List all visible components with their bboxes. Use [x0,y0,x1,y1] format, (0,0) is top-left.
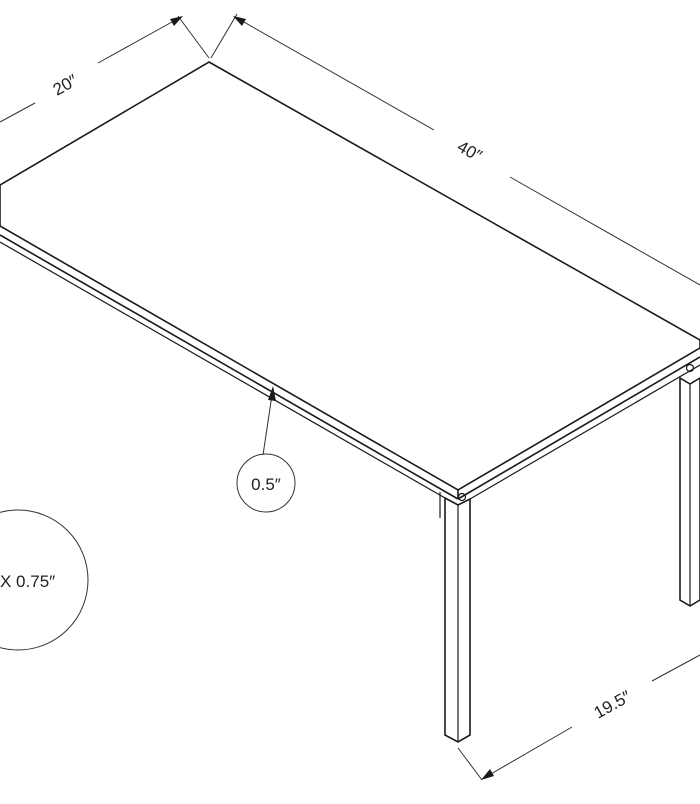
leader-line-thickness [262,394,273,456]
extension-line-spacing [457,747,483,781]
dimension-thickness: 0.5″ [236,386,296,513]
length-label: 40″ [454,137,485,166]
dimension-line-width-lower [0,102,36,123]
leg-spacing-label: 19.5″ [591,687,634,723]
dimension-width: 20″ [0,15,210,123]
width-label: 20″ [50,71,81,100]
thickness-callout-circle [236,453,296,513]
table-top-side-edge [457,356,700,500]
corner-bolt-back [685,363,695,373]
leg-size-callout-circle [0,509,89,651]
dimension-line-spacing-lower [483,726,573,779]
arrow-length-head [233,16,246,26]
dimension-length: 40″ [210,13,700,286]
table-top-side-frame-line [469,364,700,500]
table-top [0,61,700,502]
table-legs [439,376,700,743]
dimension-line-length-lower [509,176,700,286]
table-top-frame-line [0,241,446,499]
dimension-line-width-upper [97,16,182,64]
arrow-thickness-head [268,386,276,401]
extension-line-length [210,13,238,59]
table-top-front-edge [0,234,459,500]
dimension-line-length-upper [234,16,435,131]
dimension-leg-spacing: 19.5″ [457,654,700,781]
arrow-width-head [170,16,183,26]
corner-bolt-front [457,492,467,502]
arrow-spacing-head [481,769,494,780]
extension-line-width [177,15,210,59]
dimension-line-spacing-upper [651,654,700,682]
leg-size-label: X 0.75″ [0,572,55,591]
thickness-label: 0.5″ [251,475,281,494]
dimension-leg-size: X 0.75″ [0,509,89,651]
